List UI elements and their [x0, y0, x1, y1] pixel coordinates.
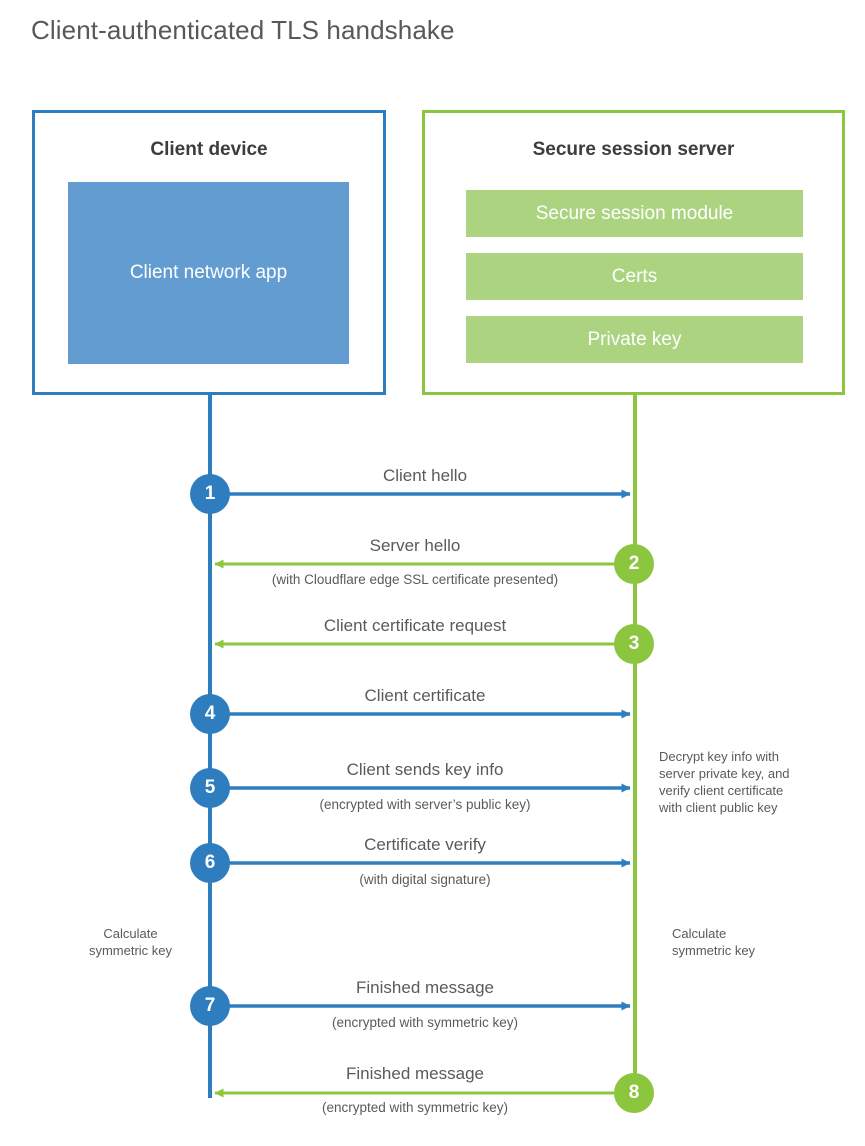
server-decrypt-note: Decrypt key info with server private key…: [659, 749, 790, 815]
step-1-main-label: Client hello: [382, 466, 468, 485]
step-2-main-label: Server hello: [369, 536, 461, 555]
step-circle-2[interactable]: 2: [614, 544, 654, 584]
secure-session-server-title: Secure session server: [532, 139, 735, 160]
step-circle-3[interactable]: 3: [614, 624, 654, 664]
step-circle-5[interactable]: 5: [190, 768, 230, 808]
server-block-secure-session-module: Secure session module: [466, 190, 803, 237]
step-5-sub-label: (encrypted with server’s public key): [319, 797, 531, 812]
server-calculate-symmetric-key-note: Calculate symmetric key: [672, 926, 756, 958]
server-block-private-key: Private key: [466, 316, 803, 363]
step-2-sub-label: (with Cloudflare edge SSL certificate pr…: [271, 572, 559, 587]
step-7-main-label: Finished message: [356, 978, 494, 997]
client-device-title: Client device: [150, 139, 268, 160]
step-circle-6[interactable]: 6: [190, 843, 230, 883]
step-circle-7[interactable]: 7: [190, 986, 230, 1026]
step-7-sub-label: (encrypted with symmetric key): [331, 1015, 519, 1030]
step-4-main-label: Client certificate: [364, 686, 486, 705]
step-6-sub-label: (with digital signature): [359, 872, 491, 887]
client-device-box: Client device Client network app: [32, 110, 386, 395]
step-5-main-label: Client sends key info: [346, 760, 504, 779]
step-circle-4[interactable]: 4: [190, 694, 230, 734]
secure-session-server-box: Secure session server Secure session mod…: [422, 110, 845, 395]
step-8-main-label: Finished message: [346, 1064, 484, 1083]
step-8-sub-label: (encrypted with symmetric key): [321, 1100, 509, 1115]
client-calculate-symmetric-key-note: Calculate symmetric key: [88, 926, 173, 958]
step-circle-1[interactable]: 1: [190, 474, 230, 514]
step-3-main-label: Client certificate request: [323, 616, 507, 635]
page-title: Client-authenticated TLS handshake: [31, 15, 455, 45]
server-block-certs: Certs: [466, 253, 803, 300]
step-circle-8[interactable]: 8: [614, 1073, 654, 1113]
client-network-app-block: Client network app: [68, 182, 349, 364]
step-6-main-label: Certificate verify: [364, 835, 486, 854]
